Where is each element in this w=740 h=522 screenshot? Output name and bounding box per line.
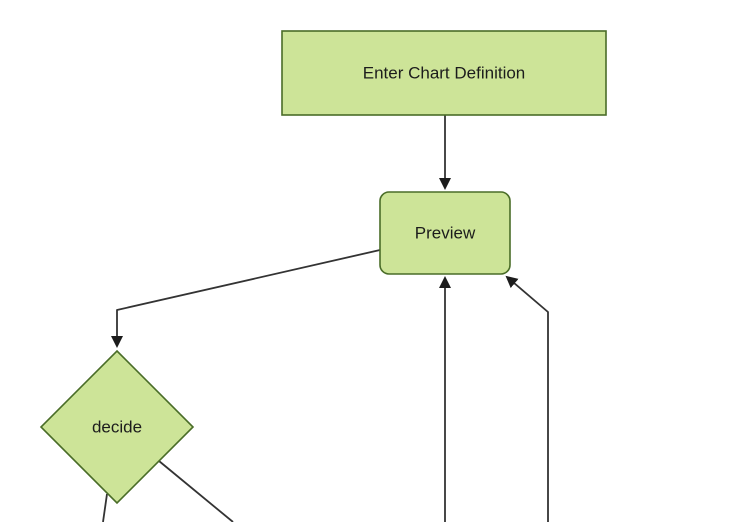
node-enter-chart-definition-label: Enter Chart Definition	[363, 64, 526, 83]
node-decide-shape	[39, 349, 195, 505]
node-preview: Preview	[379, 191, 511, 275]
edge-decide-to-offscreen-left	[102, 493, 108, 522]
node-preview-shape	[379, 191, 511, 275]
edge-decide-to-offscreen-right	[158, 460, 234, 522]
node-preview-label: Preview	[415, 224, 476, 243]
node-decide-label: decide	[92, 418, 142, 437]
edge-preview-to-decide	[111, 249, 381, 348]
node-enter-chart-definition-shape	[281, 30, 607, 116]
node-decide: decide	[39, 349, 195, 505]
node-enter-chart-definition: Enter Chart Definition	[281, 30, 607, 116]
edge-offscreen-right-to-preview	[505, 275, 549, 522]
